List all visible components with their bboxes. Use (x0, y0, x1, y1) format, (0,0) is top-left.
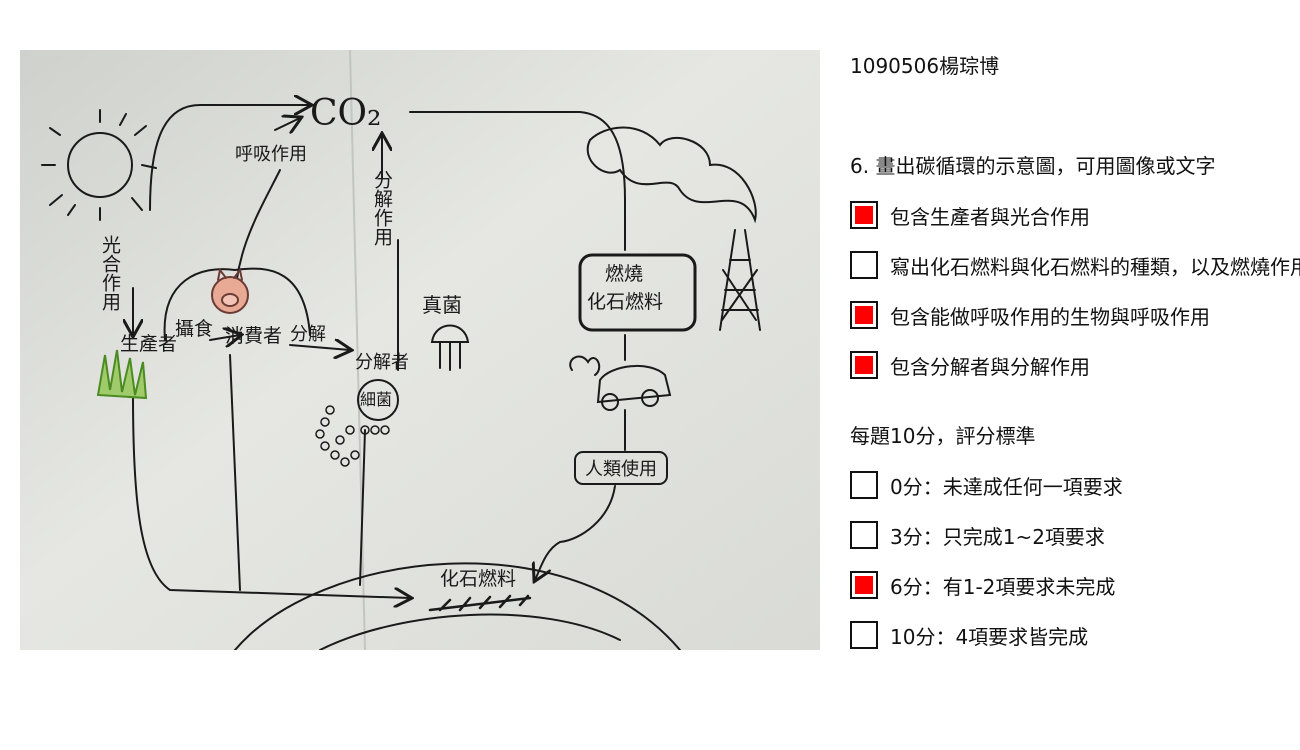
requirement-label: 包含生產者與光合作用 (890, 204, 1090, 229)
rubric-option-0[interactable]: 0分：未達成任何一項要求 (850, 469, 1123, 501)
rubric-checkbox[interactable] (850, 571, 878, 599)
consumer-label: 消費者 (225, 325, 282, 347)
carbon-cycle-drawing-photo: CO₂ 光合作用 呼吸作用 分解作用 生產者 攝食 消費者 分解 分解者 細菌 … (20, 50, 820, 650)
decomposition-label: 分解作用 (371, 170, 393, 246)
fossil-fuel-box-label: 化石燃料 (587, 291, 663, 313)
bacteria-label: 細菌 (360, 390, 392, 409)
burning-label: 燃燒 (605, 263, 643, 285)
producer-label: 生產者 (120, 333, 177, 355)
requirement-checkbox[interactable] (850, 351, 878, 379)
sun-icon (41, 109, 157, 221)
rubric-label: 10分：4項要求皆完成 (890, 624, 1089, 649)
rubric-label: 3分：只完成1~2項要求 (890, 524, 1105, 549)
student-id: 1090506楊琮博 (850, 54, 1000, 78)
requirement-label: 包含分解者與分解作用 (890, 354, 1090, 379)
fungi-label: 真菌 (422, 293, 462, 317)
requirement-checkbox[interactable] (850, 301, 878, 329)
rubric-checkbox[interactable] (850, 471, 878, 499)
human-use-label: 人類使用 (585, 459, 657, 480)
rubric-option-6[interactable]: 6分：有1-2項要求未完成 (850, 569, 1115, 601)
rubric-label: 0分：未達成任何一項要求 (890, 474, 1123, 499)
eat-label: 攝食 (175, 318, 213, 340)
requirement-fossil-fuel-burning[interactable]: 寫出化石燃料與化石燃料的種類，以及燃燒作用 (850, 249, 1300, 281)
requirement-checkbox[interactable] (850, 201, 878, 229)
rubric-checkbox[interactable] (850, 521, 878, 549)
respiration-label: 呼吸作用 (235, 144, 307, 165)
photosynthesis-label: 光合作用 (99, 235, 121, 311)
requirement-decomposer[interactable]: 包含分解者與分解作用 (850, 349, 1090, 381)
rubric-option-3[interactable]: 3分：只完成1~2項要求 (850, 519, 1105, 551)
decomposer-label: 分解者 (355, 352, 409, 373)
rubric-option-10[interactable]: 10分：4項要求皆完成 (850, 619, 1088, 651)
requirement-label: 包含能做呼吸作用的生物與呼吸作用 (890, 304, 1210, 329)
requirement-producer-photosynthesis[interactable]: 包含生產者與光合作用 (850, 199, 1090, 231)
rubric-title: 每題10分，評分標準 (850, 424, 1036, 448)
rubric-checkbox[interactable] (850, 621, 878, 649)
requirement-respiration[interactable]: 包含能做呼吸作用的生物與呼吸作用 (850, 299, 1210, 331)
co2-label: CO₂ (310, 93, 382, 134)
requirement-label: 寫出化石燃料與化石燃料的種類，以及燃燒作用 (890, 254, 1300, 279)
question-title: 6. 畫出碳循環的示意圖，可用圖像或文字 (850, 154, 1216, 178)
decompose-label: 分解 (290, 324, 326, 345)
requirement-checkbox[interactable] (850, 251, 878, 279)
rubric-label: 6分：有1-2項要求未完成 (890, 574, 1116, 599)
carbon-cycle-drawing: CO₂ 光合作用 呼吸作用 分解作用 生產者 攝食 消費者 分解 分解者 細菌 … (20, 50, 820, 650)
fossil-fuel-label: 化石燃料 (440, 568, 516, 590)
